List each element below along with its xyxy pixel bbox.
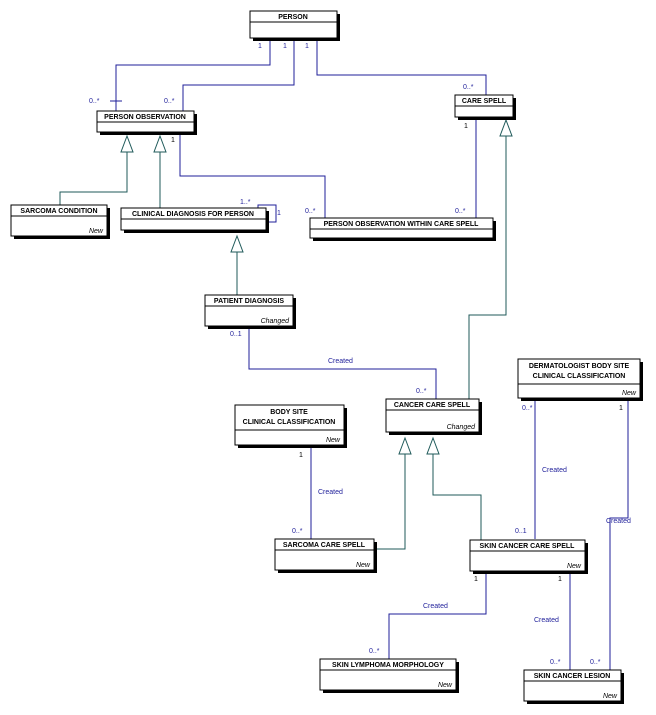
relationship-label: Created	[423, 603, 448, 610]
class-cancer-care-spell[interactable]: CANCER CARE SPELL Changed	[385, 398, 482, 435]
multiplicity-label: 1	[474, 576, 478, 583]
class-care-spell[interactable]: CARE SPELL	[454, 94, 516, 120]
multiplicity-label: 0..*	[292, 528, 303, 535]
assoc-skinspell-lymphoma	[388, 571, 487, 659]
multiplicity-label: 0..*	[463, 84, 474, 91]
class-name: CANCER CARE SPELL	[394, 402, 471, 409]
class-stereotype: Changed	[447, 424, 477, 431]
multiplicity-label: 0..*	[590, 659, 601, 666]
multiplicity-label: 1	[283, 43, 287, 50]
class-stereotype: New	[438, 682, 453, 689]
multiplicity-label: 0..*	[89, 98, 100, 105]
class-name: PERSON OBSERVATION WITHIN CARE SPELL	[324, 221, 480, 228]
class-name: PATIENT DIAGNOSIS	[214, 298, 284, 305]
class-name: CLINICAL DIAGNOSIS FOR PERSON	[132, 211, 254, 218]
class-person-observation[interactable]: PERSON OBSERVATION	[96, 110, 197, 135]
gen-cancer-care	[468, 136, 507, 399]
gen-sarcoma-cancer	[362, 454, 406, 550]
class-person[interactable]: PERSON	[249, 10, 340, 41]
class-name-line1: BODY SITE	[270, 409, 308, 416]
multiplicity-labels: 1 1 1 0..* 0..* 0..* 1 1 1..* 1 0..* 0..…	[89, 43, 623, 666]
class-name-line1: DERMATOLOGIST BODY SITE	[529, 363, 630, 370]
class-name: SKIN LYMPHOMA MORPHOLOGY	[332, 662, 444, 669]
multiplicity-label: 0..1	[515, 528, 527, 535]
multiplicity-label: 0..*	[455, 208, 466, 215]
multiplicity-label: 0..*	[522, 405, 533, 412]
association-lines	[110, 40, 629, 670]
multiplicity-label: 1..*	[240, 199, 251, 206]
relationship-label: Created	[534, 617, 559, 624]
class-clinical-diagnosis[interactable]: CLINICAL DIAGNOSIS FOR PERSON	[120, 207, 269, 233]
triangle-icon	[230, 234, 244, 253]
class-stereotype: New	[603, 693, 618, 700]
class-name: CARE SPELL	[462, 98, 507, 105]
triangle-icon	[398, 436, 412, 455]
class-name: SKIN CANCER CARE SPELL	[480, 543, 576, 550]
gen-skin-cancer	[432, 454, 482, 540]
triangle-icon	[153, 134, 167, 153]
triangle-icon	[120, 134, 134, 153]
class-stereotype: New	[622, 390, 637, 397]
class-name: PERSON	[278, 14, 308, 21]
multiplicity-label: 0..*	[416, 388, 427, 395]
class-stereotype: New	[567, 563, 582, 570]
class-name: SKIN CANCER LESION	[534, 673, 611, 680]
relationship-labels: Created Created Created Created Created …	[318, 358, 631, 624]
class-name-line2: CLINICAL CLASSIFICATION	[243, 419, 336, 426]
assoc-patient-cancer	[248, 327, 437, 399]
relationship-label: Created	[542, 467, 567, 474]
generalization-lines	[59, 136, 507, 550]
assoc-person-observation-b	[182, 40, 295, 111]
class-observation-within-care-spell[interactable]: PERSON OBSERVATION WITHIN CARE SPELL	[309, 217, 496, 241]
class-skin-lymphoma-morphology[interactable]: SKIN LYMPHOMA MORPHOLOGY New	[319, 658, 459, 693]
assoc-observation-within	[179, 134, 326, 218]
class-patient-diagnosis[interactable]: PATIENT DIAGNOSIS Changed	[204, 294, 296, 329]
gen-sarcoma-observation	[59, 152, 128, 205]
generalization-arrowheads	[120, 118, 513, 455]
multiplicity-label: 0..*	[305, 208, 316, 215]
class-name: SARCOMA CARE SPELL	[283, 542, 366, 549]
multiplicity-label: 0..*	[550, 659, 561, 666]
multiplicity-label: 1	[171, 137, 175, 144]
class-sarcoma-care-spell[interactable]: SARCOMA CARE SPELL New	[274, 538, 377, 573]
assoc-person-observation-a	[115, 40, 271, 111]
multiplicity-label: 1	[619, 405, 623, 412]
multiplicity-label: 1	[558, 576, 562, 583]
class-skin-cancer-care-spell[interactable]: SKIN CANCER CARE SPELL New	[469, 539, 588, 574]
relationship-label: Created	[318, 489, 343, 496]
class-dermatologist-body-site[interactable]: DERMATOLOGIST BODY SITE CLINICAL CLASSIF…	[517, 358, 643, 401]
class-name: SARCOMA CONDITION	[20, 208, 97, 215]
triangle-icon	[499, 118, 513, 137]
class-sarcoma-condition[interactable]: SARCOMA CONDITION New	[10, 204, 110, 239]
class-stereotype: New	[356, 562, 371, 569]
multiplicity-label: 1	[258, 43, 262, 50]
class-body-site-clinical[interactable]: BODY SITE CLINICAL CLASSIFICATION New	[234, 404, 347, 448]
relationship-label: Created	[328, 358, 353, 365]
triangle-icon	[426, 436, 440, 455]
class-stereotype: New	[89, 228, 104, 235]
multiplicity-label: 0..*	[369, 648, 380, 655]
class-skin-cancer-lesion[interactable]: SKIN CANCER LESION New	[523, 669, 624, 704]
multiplicity-label: 1	[299, 452, 303, 459]
multiplicity-label: 1	[277, 210, 281, 217]
multiplicity-label: 1	[464, 123, 468, 130]
multiplicity-label: 0..1	[230, 331, 242, 338]
assoc-person-care-spell	[316, 40, 487, 95]
class-name: PERSON OBSERVATION	[104, 114, 186, 121]
multiplicity-label: 0..*	[164, 98, 175, 105]
class-stereotype: Changed	[261, 318, 291, 325]
multiplicity-label: 1	[305, 43, 309, 50]
class-name-line2: CLINICAL CLASSIFICATION	[533, 373, 626, 380]
class-stereotype: New	[326, 437, 341, 444]
assoc-derm-lesion	[609, 401, 629, 670]
relationship-label: Created	[606, 518, 631, 525]
